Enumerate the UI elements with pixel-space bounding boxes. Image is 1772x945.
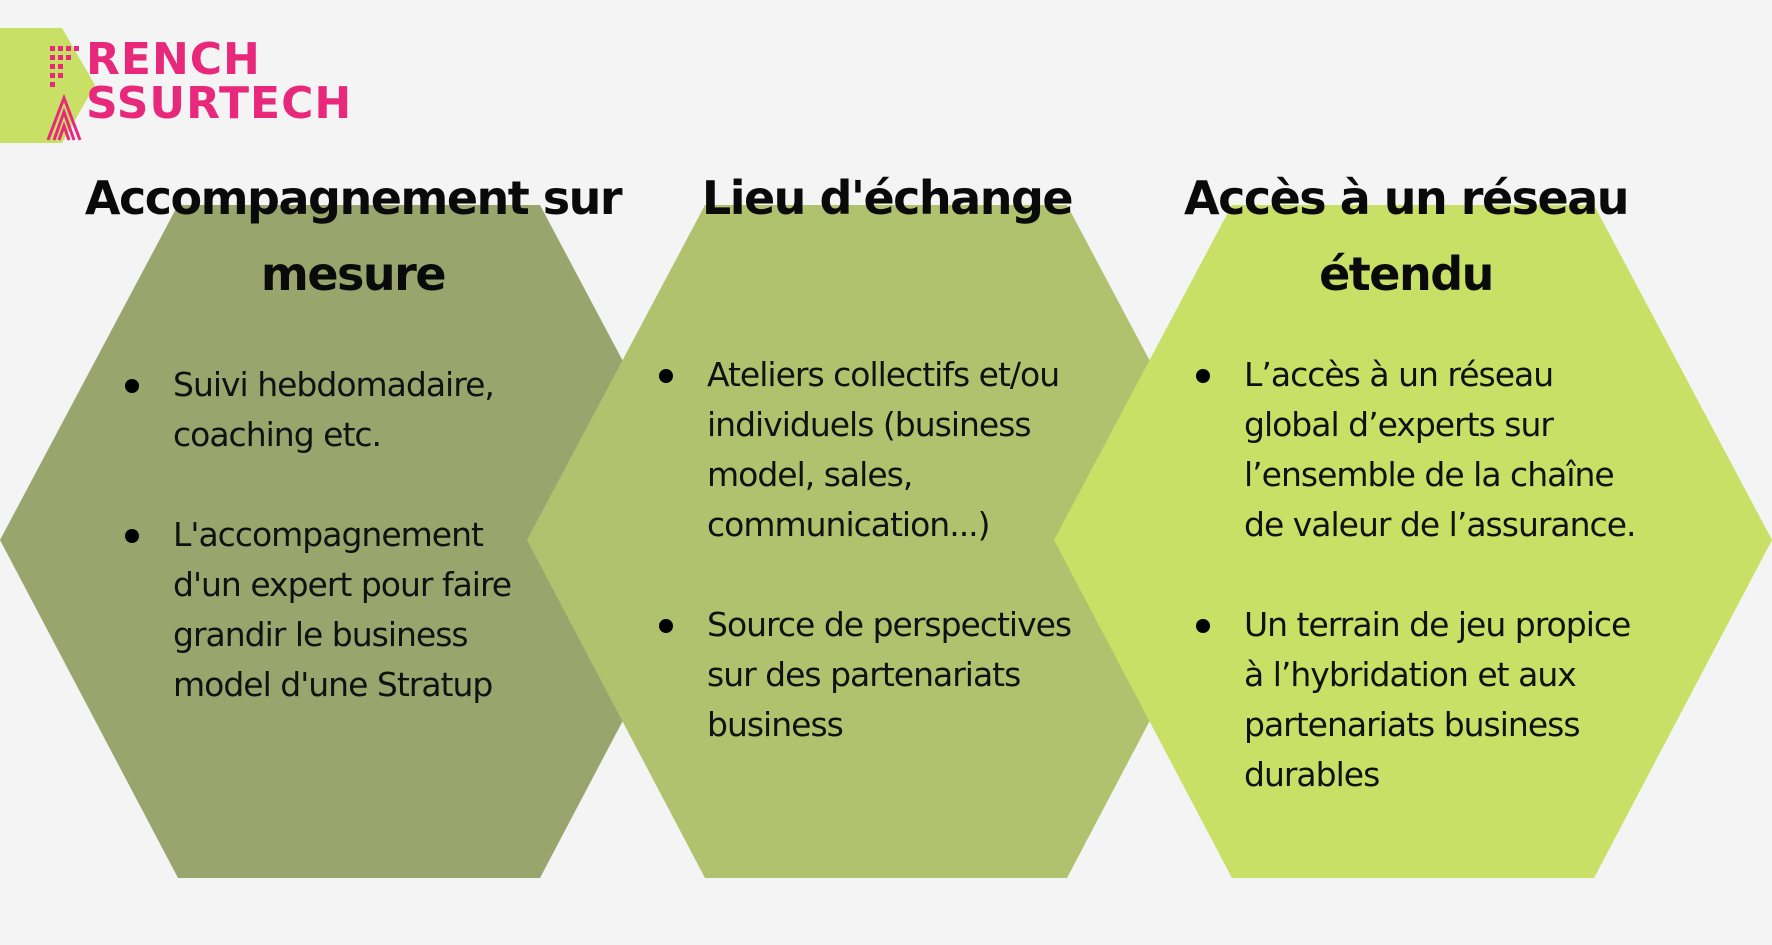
hexagon-1: [0, 205, 718, 878]
bullet-list: Suivi hebdomadaire, coaching etc. L'acco…: [119, 360, 549, 760]
bullet-icon: [125, 529, 139, 543]
column-lieu-echange: Lieu d'échange Ateliers collectifs et/ou…: [617, 160, 1157, 744]
list-item-text: Suivi hebdomadaire, coaching etc.: [173, 365, 495, 454]
logo-mark-icon: [46, 46, 82, 141]
list-item-text: Source de perspectives sur des partenari…: [707, 605, 1072, 744]
hexagon-3: [1054, 205, 1772, 878]
list-item-text: L’accès à un réseau global d’experts sur…: [1244, 355, 1636, 544]
list-item: Ateliers collectifs et/ou individuels (b…: [653, 350, 1083, 550]
bullet-icon: [125, 379, 139, 393]
list-item: L’accès à un réseau global d’experts sur…: [1190, 350, 1640, 550]
logo-line-1: RENCH: [50, 38, 352, 82]
logo-line-1-text: RENCH: [86, 34, 261, 85]
bullet-icon: [1196, 619, 1210, 633]
column-title: Accès à un réseau étendu: [1183, 171, 1630, 301]
list-item: Source de perspectives sur des partenari…: [653, 600, 1083, 750]
bullet-list: L’accès à un réseau global d’experts sur…: [1190, 350, 1640, 850]
column-title: Lieu d'échange: [701, 171, 1074, 225]
list-item: Suivi hebdomadaire, coaching etc.: [119, 360, 549, 460]
list-item: Un terrain de jeu propice à l’hybridatio…: [1190, 600, 1640, 800]
column-accompagnement: Accompagnement sur mesure Suivi hebdomad…: [83, 160, 623, 704]
bullet-icon: [659, 619, 673, 633]
logo-line-2: SSURTECH: [50, 82, 352, 126]
column-acces-reseau: Accès à un réseau étendu L’accès à un ré…: [1136, 160, 1676, 794]
list-item: L'accompagnement d'un expert pour faire …: [119, 510, 549, 710]
list-item-text: L'accompagnement d'un expert pour faire …: [173, 515, 512, 704]
bullet-icon: [1196, 369, 1210, 383]
bullet-icon: [659, 369, 673, 383]
list-item-text: Ateliers collectifs et/ou individuels (b…: [707, 355, 1060, 544]
bullet-list: Ateliers collectifs et/ou individuels (b…: [653, 350, 1083, 800]
list-item-text: Un terrain de jeu propice à l’hybridatio…: [1244, 605, 1631, 794]
column-title: Accompagnement sur mesure: [84, 171, 623, 301]
logo-wordmark: RENCH SSURTECH: [50, 38, 352, 126]
logo-line-2-text: SSURTECH: [86, 78, 353, 129]
brand-logo: RENCH SSURTECH: [0, 28, 380, 143]
hexagon-2: [527, 205, 1245, 878]
